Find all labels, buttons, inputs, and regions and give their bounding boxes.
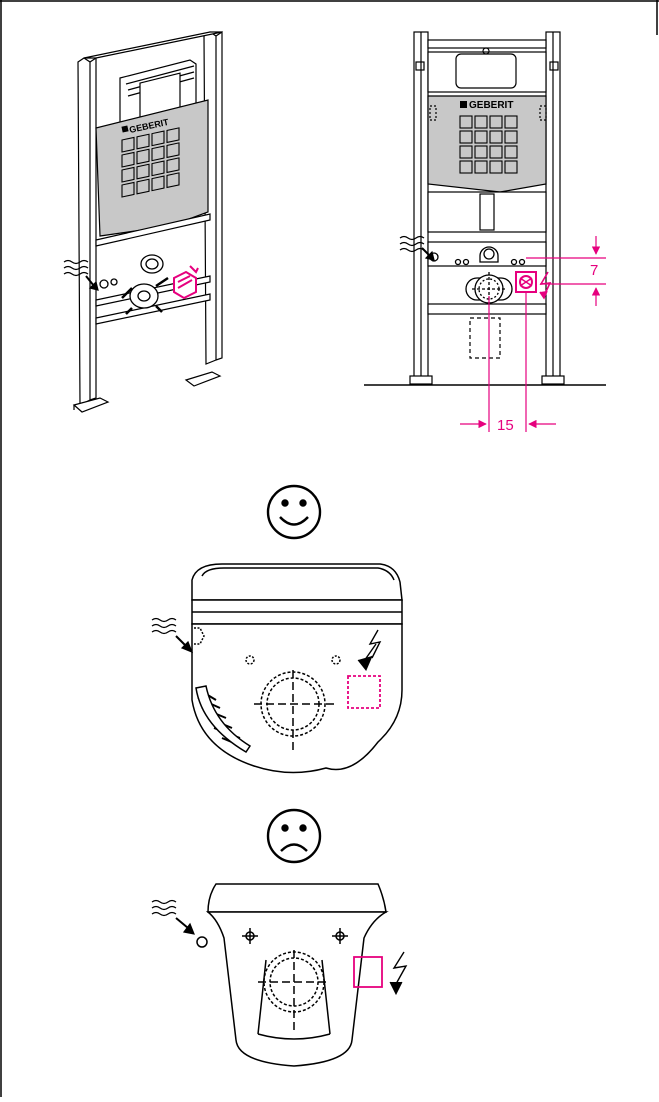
logo-text-right: GEBERIT: [469, 100, 513, 111]
power-socket-box-right: [515, 271, 537, 293]
drain-fitting-right: [429, 246, 526, 306]
water-supply-icon-bad: [151, 899, 195, 935]
toilet-correct-installation: [191, 563, 403, 774]
electrical-lightning-icon-good: [357, 629, 382, 671]
tile-grid-right: [459, 115, 518, 174]
water-supply-icon-left: [63, 259, 99, 291]
installation-frame-front: [409, 31, 565, 385]
dimension-horizontal-label: 15: [497, 417, 514, 434]
water-supply-icon-right: [399, 235, 435, 261]
power-socket-box-left: [173, 265, 199, 300]
geberit-logo-right: GEBERIT: [460, 100, 513, 111]
water-supply-icon-good: [151, 617, 194, 654]
electrical-lightning-icon-bad: [389, 951, 408, 996]
toilet-wrong-installation: [196, 883, 389, 1067]
tile-grid-left: [121, 127, 180, 198]
power-socket-box-good: [347, 675, 381, 709]
dimension-markers: [460, 236, 606, 432]
drain-fitting-left: [99, 254, 169, 315]
power-socket-box-bad: [353, 956, 383, 988]
smiling-face-icon: [266, 484, 322, 540]
installation-frame-perspective: [72, 30, 223, 413]
frowning-face-icon: [266, 808, 322, 864]
dimension-vertical-label: 7: [590, 262, 598, 279]
